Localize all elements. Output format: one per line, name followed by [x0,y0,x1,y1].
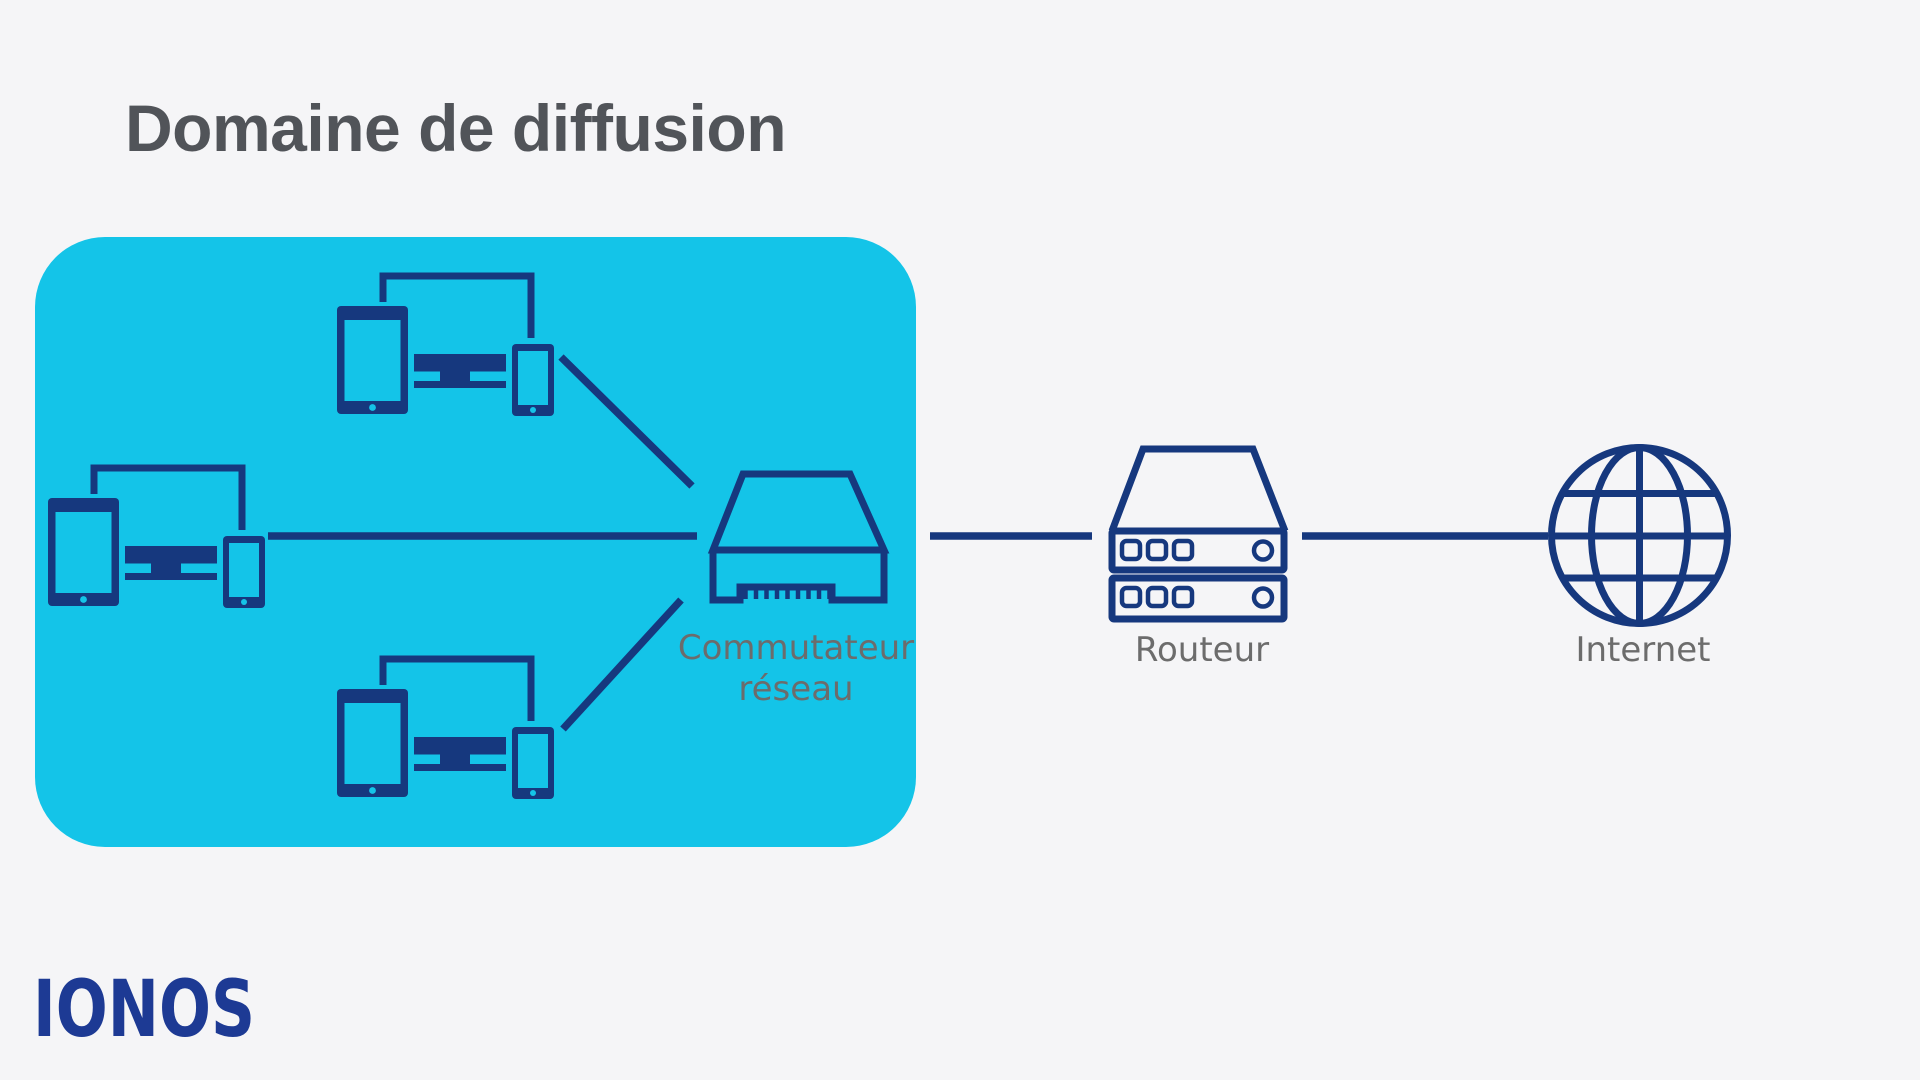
ionos-logo: IONOS [33,965,255,1055]
connection-line-bottom-cluster-to-switch [560,597,684,732]
broadcast-domain-box [35,237,916,847]
internet-globe-icon [1548,444,1731,627]
switch-label-line1: Commutateur [678,628,914,668]
router-ports [1119,538,1275,609]
switch-label-line2: réseau [738,669,853,709]
switch-ports [743,587,832,599]
network-switch-icon [707,470,890,604]
router-label: Routeur [1135,630,1269,670]
router-icon [1108,445,1289,623]
internet-label: Internet [1575,630,1710,670]
connection-line-top-cluster-to-switch [558,354,695,489]
page-title: Domaine de diffusion [125,91,786,165]
